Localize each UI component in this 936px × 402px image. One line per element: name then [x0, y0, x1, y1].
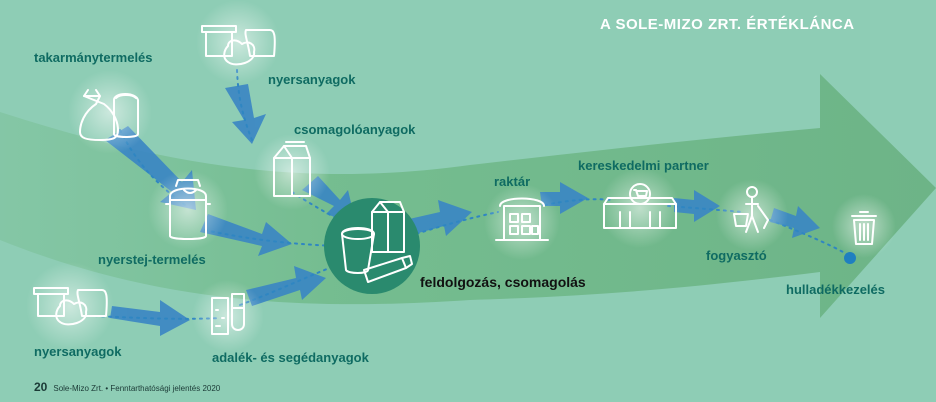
- label-raktar: raktár: [494, 174, 531, 189]
- label-kereskedelmi-partner: kereskedelmi partner: [578, 158, 709, 173]
- label-csomagoloanyagok: csomagolóanyagok: [294, 122, 416, 137]
- test-tube-icon: [211, 293, 245, 335]
- milk-carton-icon: [273, 141, 311, 197]
- flow-arrow-consumer: [674, 190, 720, 222]
- page-number: 20: [34, 380, 48, 394]
- label-hulladekkezeles: hulladékkezelés: [786, 282, 885, 297]
- footer-text: Sole-Mizo Zrt. • Fenntarthatósági jelent…: [53, 384, 221, 393]
- end-dot: [844, 252, 856, 264]
- crate-icon-bottom: [33, 287, 69, 317]
- yogurt-cup-icon: [341, 227, 375, 274]
- label-nyersanyagok-top: nyersanyagok: [268, 72, 356, 87]
- shopper-icon: [733, 186, 769, 233]
- sack-icon: [79, 89, 139, 141]
- bag-icon: [223, 29, 276, 66]
- label-adalek: adalék- és segédanyagok: [212, 350, 369, 365]
- label-takarmany: takarmánytermelés: [34, 50, 153, 65]
- flow-arrow-raw-top: [225, 84, 266, 144]
- label-nyersanyagok-bottom: nyersanyagok: [34, 344, 122, 359]
- shop-icon: [603, 183, 677, 229]
- page-footer: 20 Sole-Mizo Zrt. • Fenntarthatósági jele…: [34, 380, 220, 394]
- dessert-tube-icon: [363, 255, 413, 283]
- warehouse-icon: [495, 197, 549, 241]
- label-feldolgozas: feldolgozás, csomagolás: [420, 274, 586, 290]
- bag-icon-bottom: [55, 289, 108, 326]
- big-background-arrow: [0, 74, 936, 318]
- label-nyerstej: nyerstej-termelés: [98, 252, 206, 267]
- crate-icon: [201, 25, 237, 57]
- label-fogyaszto: fogyasztó: [706, 248, 767, 263]
- page-title: A SOLE-MIZO ZRT. ÉRTÉKLÁNCA: [600, 16, 855, 33]
- milk-can-icon: [165, 179, 211, 240]
- trash-bin-icon: [851, 211, 877, 245]
- flow-arrow-raw-bottom: [110, 300, 190, 336]
